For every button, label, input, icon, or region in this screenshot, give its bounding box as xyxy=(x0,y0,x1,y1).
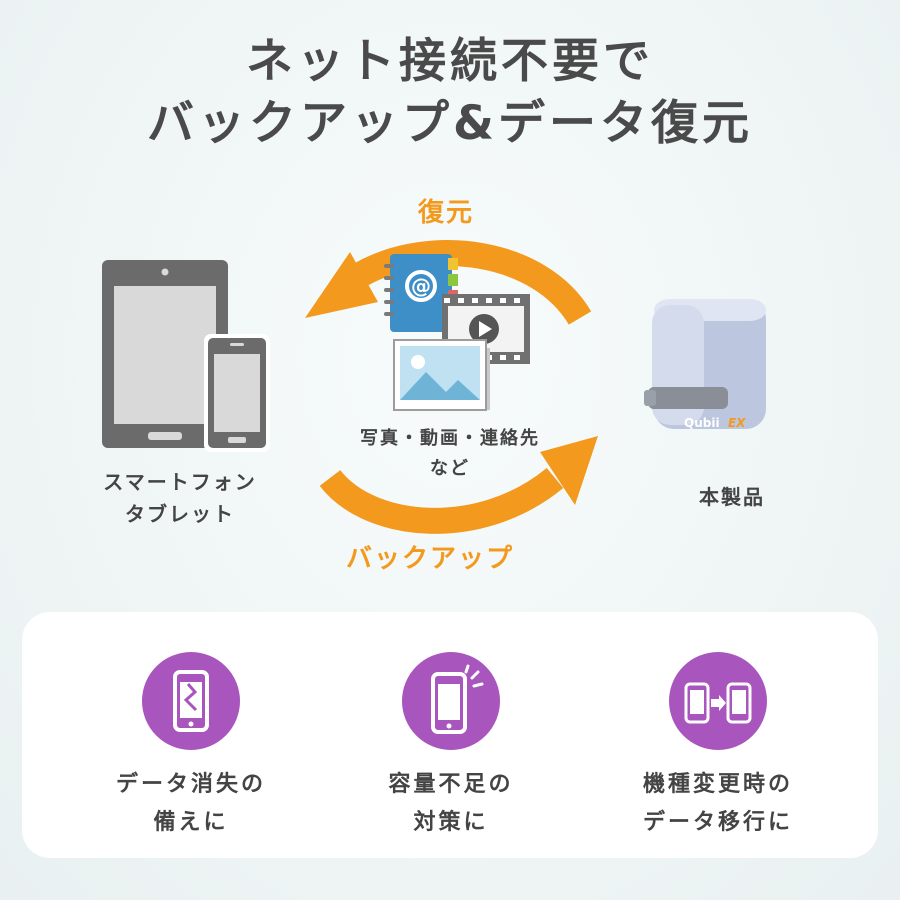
data-types-line1: 写真・動画・連絡先 xyxy=(360,428,540,449)
full-storage-phone-icon xyxy=(431,664,484,734)
address-book-icon: @ xyxy=(384,254,458,332)
headline-line-1: ネット接続不要で xyxy=(246,34,654,89)
feature-3-line2: データ移行に xyxy=(642,810,793,835)
feature-1-circle xyxy=(142,652,240,750)
feature-1-line1: データ消失の xyxy=(115,772,266,797)
photo-icon xyxy=(393,339,490,411)
product-cube-icon: Qubii EX xyxy=(644,299,766,430)
left-device-label: スマートフォン タブレット xyxy=(80,466,280,530)
feature-3-text: 機種変更時の データ移行に xyxy=(608,766,828,842)
tablet-phone-icon xyxy=(102,260,270,452)
product-brand-text: Qubii xyxy=(684,416,720,430)
backup-label: バックアップ xyxy=(346,544,515,574)
headline-line-2: バックアップ&データ復元 xyxy=(147,96,753,151)
feature-3-circle xyxy=(669,652,767,750)
feature-1-text: データ消失の 備えに xyxy=(81,766,301,842)
restore-label: 復元 xyxy=(418,198,475,228)
right-device-label: 本製品 xyxy=(699,485,765,509)
feature-2-circle xyxy=(402,652,500,750)
broken-phone-icon xyxy=(173,670,209,732)
data-types-label: 写真・動画・連絡先 など xyxy=(320,424,580,484)
feature-1-line2: 備えに xyxy=(153,810,229,835)
data-types-line2: など xyxy=(430,458,470,479)
feature-2-line2: 対策に xyxy=(413,810,489,835)
feature-3-line1: 機種変更時の xyxy=(642,772,793,797)
svg-text:@: @ xyxy=(411,274,431,298)
product-model-text: EX xyxy=(728,416,746,430)
phone-transfer-icon xyxy=(684,682,752,724)
left-device-label-line1: スマートフォン xyxy=(103,470,257,494)
left-device-label-line2: タブレット xyxy=(125,502,235,526)
feature-2-line1: 容量不足の xyxy=(388,772,514,797)
feature-2-text: 容量不足の 対策に xyxy=(341,766,561,842)
